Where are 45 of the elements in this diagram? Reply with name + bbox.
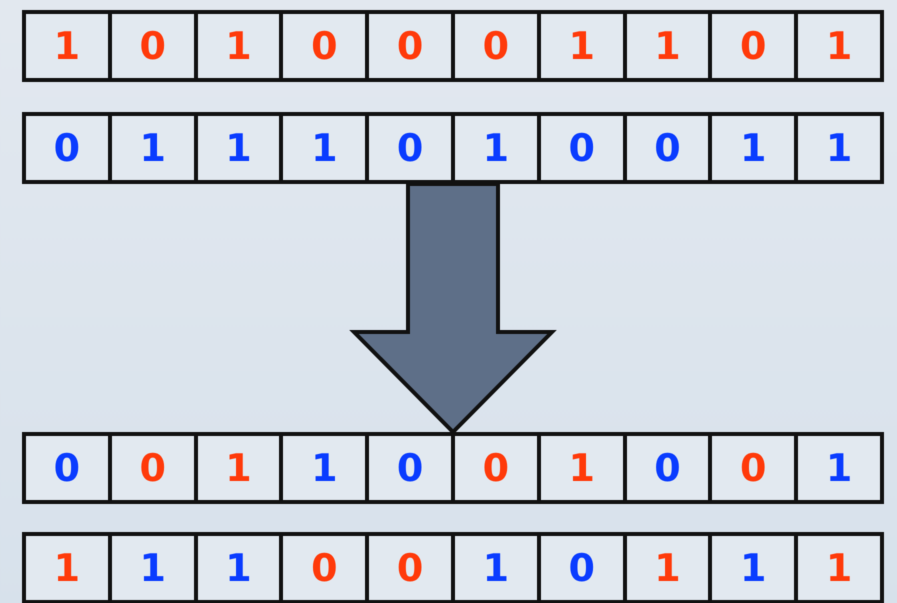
bit-value: 1 [139,549,166,587]
bit-value: 1 [311,449,338,487]
bit-value: 1 [826,449,852,487]
bit-value: 1 [568,449,595,487]
bit-value: 1 [311,129,338,167]
bit-value: 1 [826,549,852,587]
bit-value: 1 [225,27,252,65]
bit-value: 1 [740,549,766,587]
bit-string [22,10,884,82]
bit-value: 0 [311,549,338,587]
bit-value: 0 [54,449,80,487]
bit-value: 0 [396,449,424,487]
bit-value: 0 [396,129,424,167]
bit-value: 1 [482,129,510,167]
bit-value: 1 [225,449,252,487]
bit-value: 0 [139,27,166,65]
bit-value: 1 [568,27,595,65]
bit-value: 1 [740,129,766,167]
bit-value: 0 [568,549,595,587]
bit-value: 1 [654,27,681,65]
bit-value: 1 [482,549,510,587]
bit-value: 1 [225,129,252,167]
bit-string [22,532,884,603]
bit-string [22,112,884,184]
bit-value: 1 [54,549,80,587]
bit-value: 0 [740,27,766,65]
bit-value: 0 [740,449,766,487]
bit-value: 1 [225,549,252,587]
bit-value: 0 [396,549,424,587]
bit-value: 0 [139,449,166,487]
block-arrow [349,182,557,435]
bit-value: 1 [139,129,166,167]
bit-string [22,432,884,504]
bit-value: 0 [654,129,681,167]
bit-value: 0 [54,129,80,167]
bit-value: 1 [826,27,852,65]
bit-value: 0 [482,449,510,487]
bit-value: 1 [654,549,681,587]
bit-value: 0 [396,27,424,65]
bit-value: 0 [654,449,681,487]
bit-value: 1 [54,27,80,65]
bit-value: 0 [311,27,338,65]
bit-value: 0 [482,27,510,65]
bit-value: 1 [826,129,852,167]
bit-value: 0 [568,129,595,167]
